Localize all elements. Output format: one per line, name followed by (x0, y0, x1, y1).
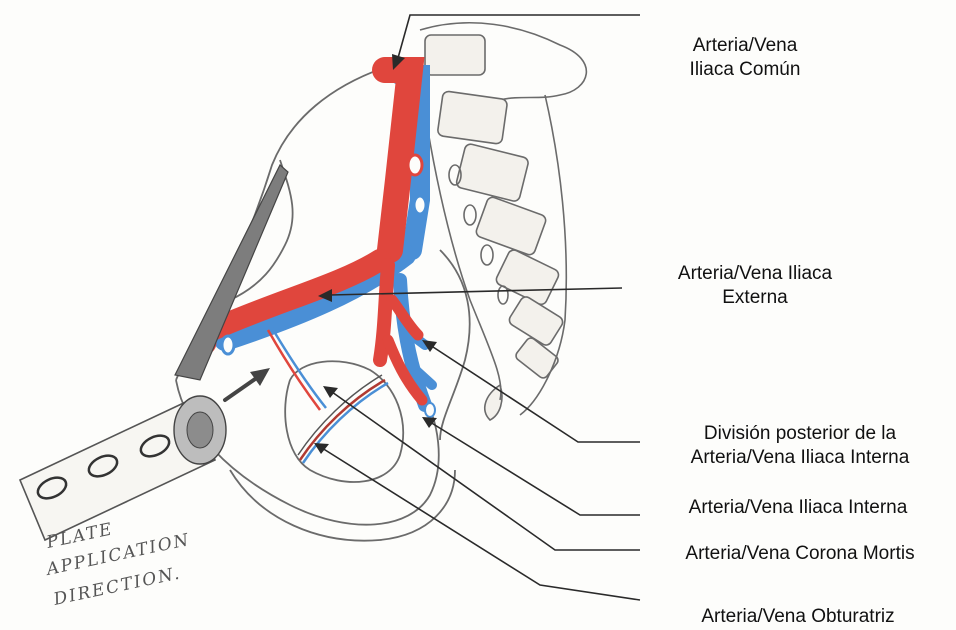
plate-direction-arrow-icon (225, 368, 270, 400)
label-internal-iliac: Arteria/Vena Iliaca Interna (648, 496, 948, 520)
label-obturator: Arteria/Vena Obturatriz (648, 605, 948, 629)
label-external-iliac: Arteria/Vena Iliaca Externa (640, 262, 870, 310)
handwritten-note: PLATE APPLICATION DIRECTION. (43, 519, 192, 610)
label-external-iliac-line-2: Externa (640, 286, 870, 310)
label-posterior-division: División posterior de la Arteria/Vena Il… (650, 422, 950, 470)
label-corona-mortis: Arteria/Vena Corona Mortis (650, 542, 950, 566)
label-common-iliac-line-2: Iliaca Común (650, 58, 840, 82)
label-external-iliac-line-1: Arteria/Vena Iliaca (640, 262, 870, 286)
label-posterior-division-line-2: Arteria/Vena Iliaca Interna (650, 446, 950, 470)
plate-instrument (20, 165, 288, 540)
label-common-iliac: Arteria/Vena Iliaca Común (650, 34, 840, 82)
label-posterior-division-line-1: División posterior de la (650, 422, 950, 446)
corona-mortis-vessels (268, 330, 320, 410)
sacrum (420, 23, 586, 420)
label-common-iliac-line-1: Arteria/Vena (650, 34, 840, 58)
leader-internal-iliac (430, 422, 640, 515)
